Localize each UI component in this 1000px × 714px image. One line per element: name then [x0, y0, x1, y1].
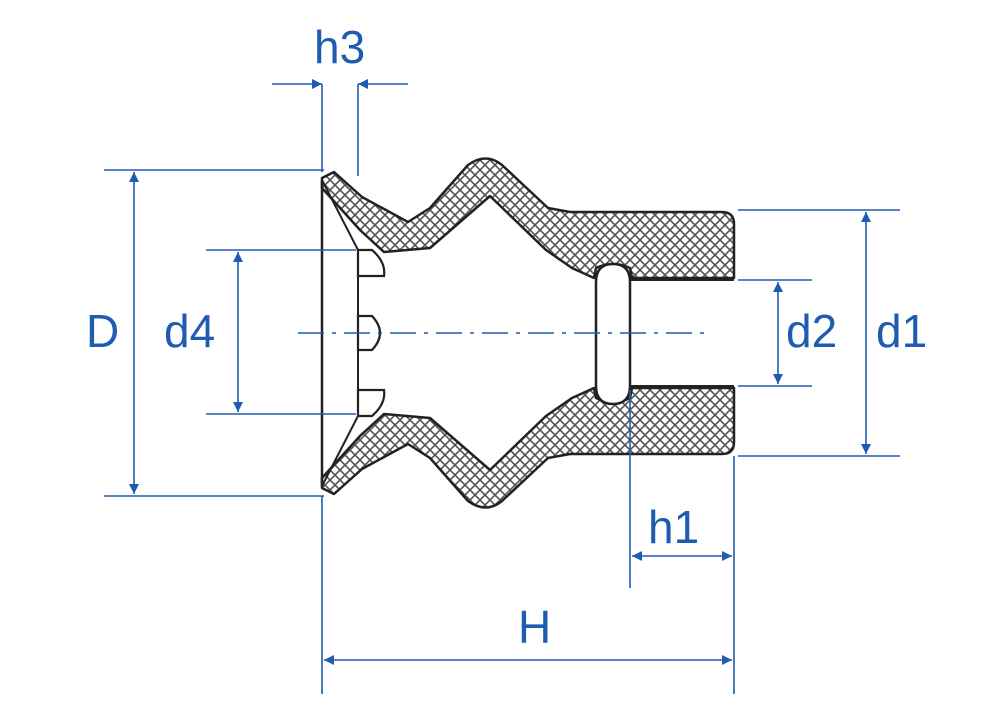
- inner-rib-bottom: [356, 388, 386, 418]
- label-h1: h1: [648, 501, 700, 553]
- label-D: D: [86, 305, 120, 357]
- inner-rib-top: [356, 248, 386, 278]
- label-d1: d1: [876, 305, 928, 357]
- label-d4: d4: [164, 305, 216, 357]
- part-body: [320, 157, 736, 509]
- label-H: H: [518, 601, 552, 653]
- dimensions: [104, 79, 900, 694]
- lip-edge-top: [321, 179, 359, 251]
- upper-wall-section: [320, 157, 736, 280]
- label-d2: d2: [786, 305, 838, 357]
- lip-edge-bottom: [321, 415, 359, 487]
- label-h3: h3: [314, 21, 366, 73]
- bore-slot: [594, 262, 632, 406]
- lower-wall-section: [320, 386, 736, 509]
